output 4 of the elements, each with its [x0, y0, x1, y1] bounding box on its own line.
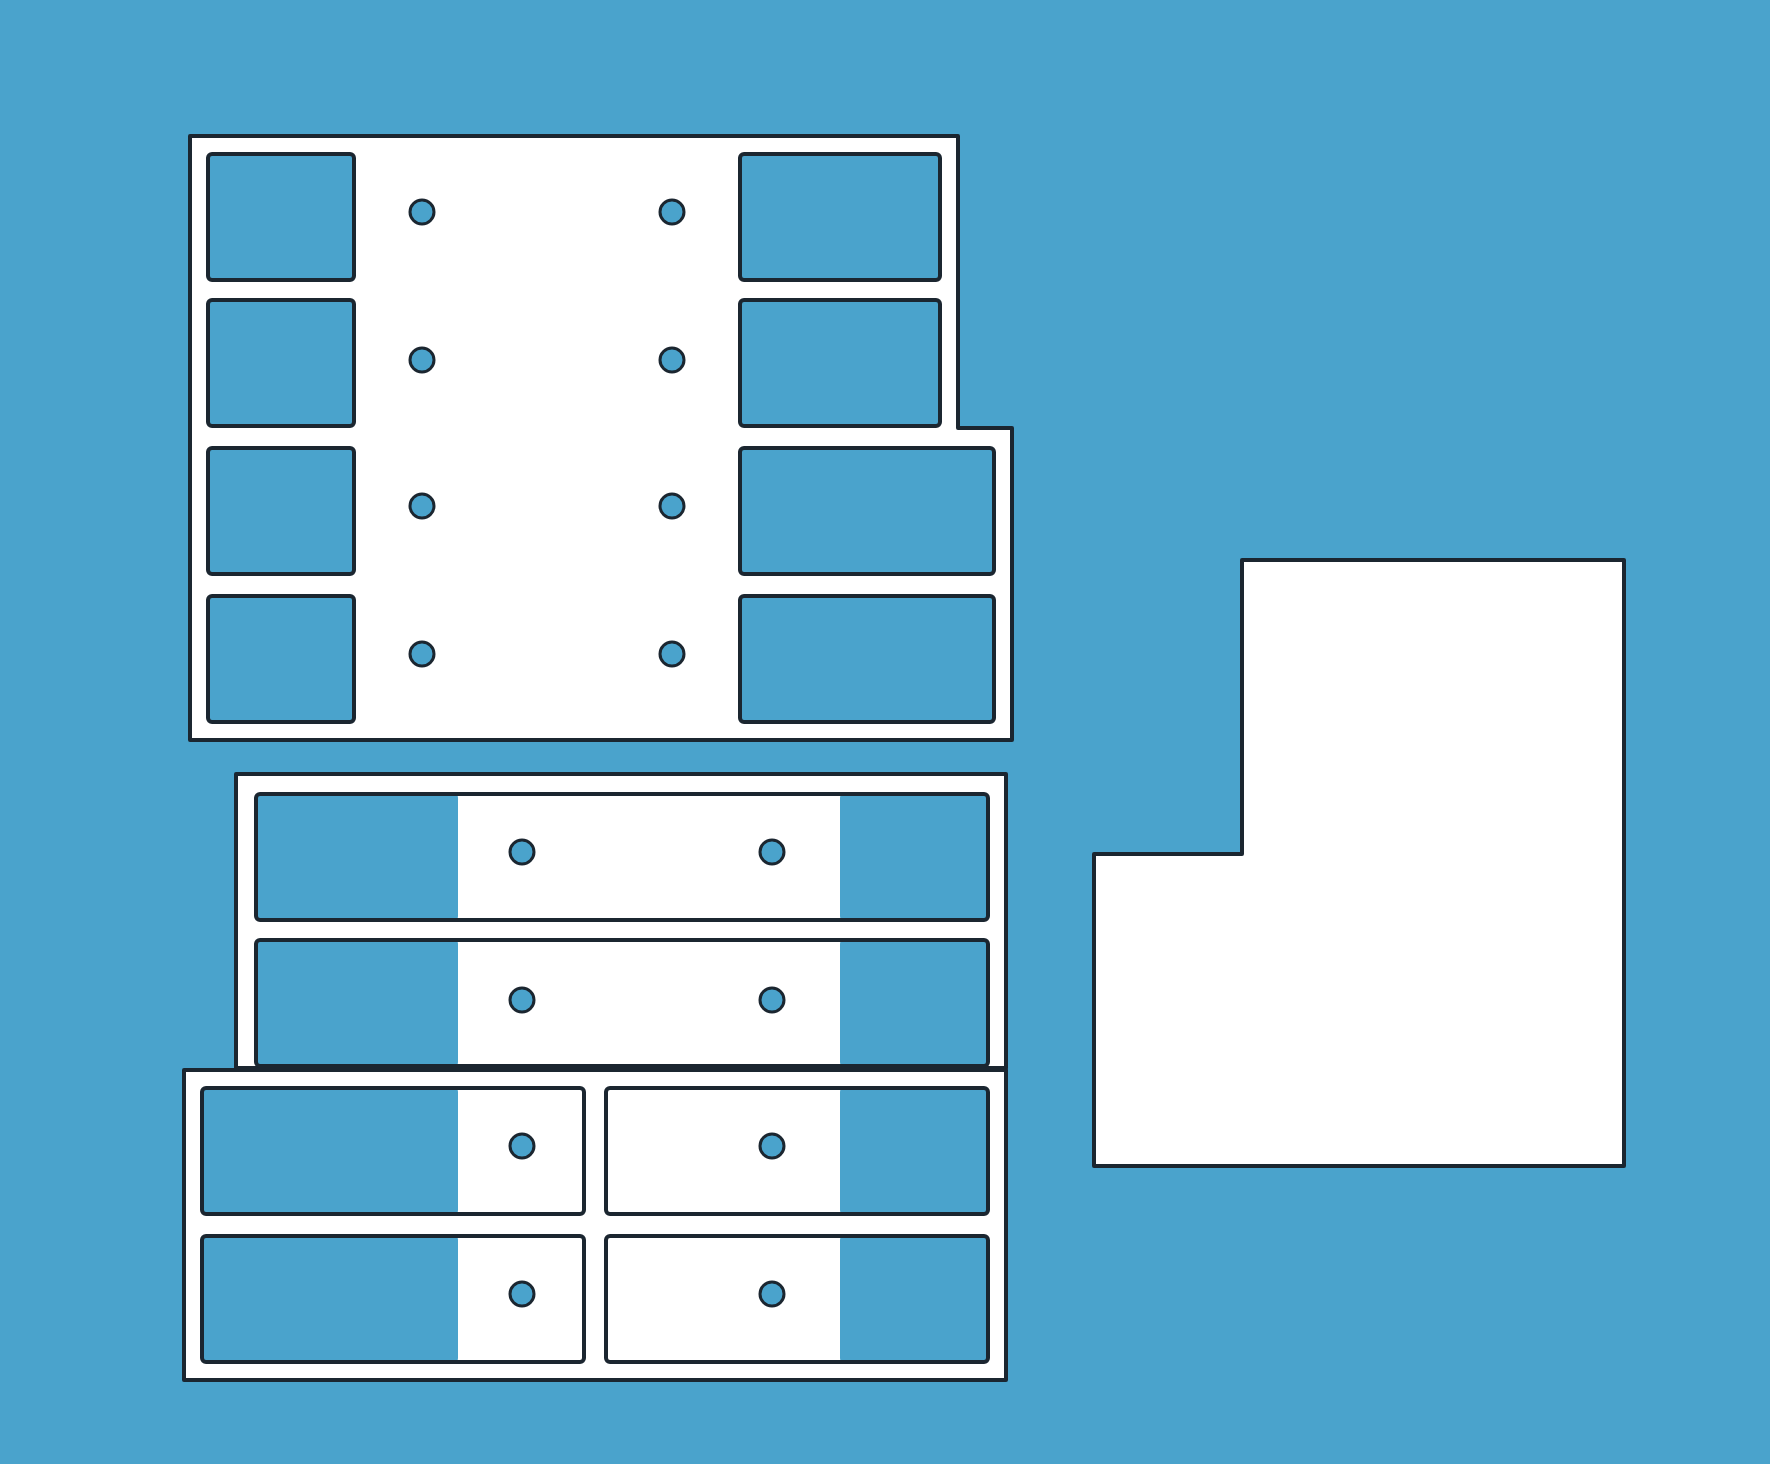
- plate-drawing: [236, 774, 1006, 1068]
- plate-drawing: [190, 136, 1012, 740]
- plate-drawing: [184, 1070, 1006, 1380]
- plate-drawing: [1094, 560, 1624, 1166]
